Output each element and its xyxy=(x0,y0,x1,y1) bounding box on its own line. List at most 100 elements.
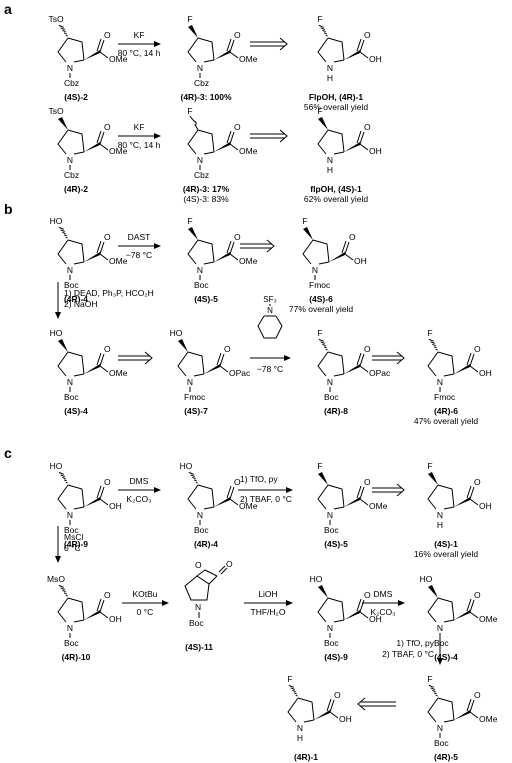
svg-text:Boc: Boc xyxy=(189,618,204,628)
n-protecting-group: Cbz xyxy=(194,170,209,180)
carbonyl-oxygen: O xyxy=(104,30,111,40)
substituent: HO xyxy=(50,328,63,338)
nh-hydrogen: H xyxy=(297,733,303,743)
compound-label: (4R)-8 xyxy=(324,406,348,416)
compound-label: (4S)-7 xyxy=(184,406,208,416)
svg-text:LiOH: LiOH xyxy=(258,589,277,599)
compound-label: (4S)-6 xyxy=(309,294,333,304)
arrow-dms1: DMS K₂CO₃ xyxy=(118,476,161,504)
compound-sublabel: 47% overall yield xyxy=(414,416,479,426)
arrow-dms2: DMS K₂CO₃ xyxy=(362,589,405,617)
n-protecting-group: Boc xyxy=(64,392,79,402)
section-label-a: a xyxy=(4,1,12,17)
ring-nitrogen: N xyxy=(67,623,73,633)
compound-sublabel: 16% overall yield xyxy=(414,549,479,559)
arrow-dast: DAST −78 °C xyxy=(118,232,161,260)
carbonyl-oxygen: O xyxy=(224,344,231,354)
carbonyl-oxygen: O xyxy=(334,690,341,700)
svg-text:DMS: DMS xyxy=(374,589,393,599)
ring-nitrogen: N xyxy=(327,377,333,387)
ester-group: OH xyxy=(109,614,122,624)
n-protecting-group: Boc xyxy=(324,638,339,648)
compound-sublabel: 77% overall yield xyxy=(289,304,354,314)
carbonyl-oxygen: O xyxy=(104,344,111,354)
compound-label: FlpOH, (4R)-1 xyxy=(309,92,364,102)
arrow-mitsunobu: 1) DEAD, Ph₃P, HCO₂H 2) NaOH xyxy=(55,282,154,319)
ester-group: OMe xyxy=(109,54,128,64)
ester-group: OMe xyxy=(109,368,128,378)
ester-group: OPac xyxy=(369,368,391,378)
nh-hydrogen: H xyxy=(327,165,333,175)
n-protecting-group: Boc xyxy=(64,525,79,535)
ring-nitrogen: N xyxy=(297,723,303,733)
svg-text:1) TfO, py: 1) TfO, py xyxy=(396,638,434,648)
n-protecting-group: Cbz xyxy=(194,78,209,88)
svg-text:(4S)-11: (4S)-11 xyxy=(185,642,213,652)
ester-group: OMe xyxy=(109,256,128,266)
ester-group: OH xyxy=(109,501,122,511)
section-label-c: c xyxy=(4,445,12,461)
double-arrow-a2 xyxy=(250,129,288,143)
ester-group: OH xyxy=(479,501,492,511)
arrow-a2: KF 80 °C, 14 h xyxy=(118,122,161,150)
n-protecting-group: Boc xyxy=(324,392,339,402)
ring-nitrogen: N xyxy=(312,265,318,275)
ester-group: OPac xyxy=(229,368,251,378)
svg-text:N: N xyxy=(267,306,273,315)
carbonyl-oxygen: O xyxy=(364,122,371,132)
ester-group: OH xyxy=(339,714,352,724)
substituent: HO xyxy=(170,328,183,338)
ester-group: OMe xyxy=(369,501,388,511)
substituent: HO xyxy=(50,461,63,471)
carbonyl-oxygen: O xyxy=(234,30,241,40)
substituent: F xyxy=(187,216,192,226)
compound-label: flpOH, (4S)-1 xyxy=(310,184,362,194)
double-arrow-c1 xyxy=(372,483,405,497)
ring-nitrogen: N xyxy=(437,510,443,520)
n-protecting-group: Boc xyxy=(194,525,209,535)
arrow-kotbu: KOtBu 0 °C xyxy=(122,589,169,617)
ester-group: OH xyxy=(369,614,382,624)
svg-text:KF: KF xyxy=(134,30,145,40)
compound-label: (4S)-5 xyxy=(324,539,348,549)
compound-sublabel: (4S)-3: 83% xyxy=(183,194,229,204)
ring-nitrogen: N xyxy=(327,623,333,633)
svg-text:O: O xyxy=(226,559,233,569)
double-arrow-c2 xyxy=(357,697,396,711)
double-arrow-a1 xyxy=(250,37,288,51)
arrow-tfo1: 1) TfO, py 2) TBAF, 0 °C xyxy=(238,474,293,504)
substituent: F xyxy=(302,216,307,226)
substituent: F xyxy=(317,106,322,116)
section-label-b: b xyxy=(4,201,13,217)
ester-group: OMe xyxy=(109,146,128,156)
carbonyl-oxygen: O xyxy=(364,590,371,600)
svg-text:K₂CO₃: K₂CO₃ xyxy=(126,494,151,504)
ring-nitrogen: N xyxy=(327,63,333,73)
carbonyl-oxygen: O xyxy=(474,690,481,700)
arrow-mscl: MsCl 0 °C xyxy=(55,526,83,563)
compound-label: (4R)-10 xyxy=(62,652,91,662)
n-protecting-group: Boc xyxy=(324,525,339,535)
n-protecting-group: Fmoc xyxy=(309,280,331,290)
ester-group: OMe xyxy=(239,501,258,511)
nh-hydrogen: H xyxy=(327,73,333,83)
svg-text:2) TBAF, 0 °C: 2) TBAF, 0 °C xyxy=(240,494,292,504)
ring-nitrogen: N xyxy=(327,510,333,520)
compound-sublabel: 56% overall yield xyxy=(304,102,369,112)
ester-group: OH xyxy=(369,54,382,64)
substituent: F xyxy=(317,461,322,471)
ring-nitrogen: N xyxy=(437,377,443,387)
compound-label: (4R)-9 xyxy=(64,539,88,549)
n-protecting-group: Fmoc xyxy=(434,392,456,402)
substituent: F xyxy=(427,461,432,471)
